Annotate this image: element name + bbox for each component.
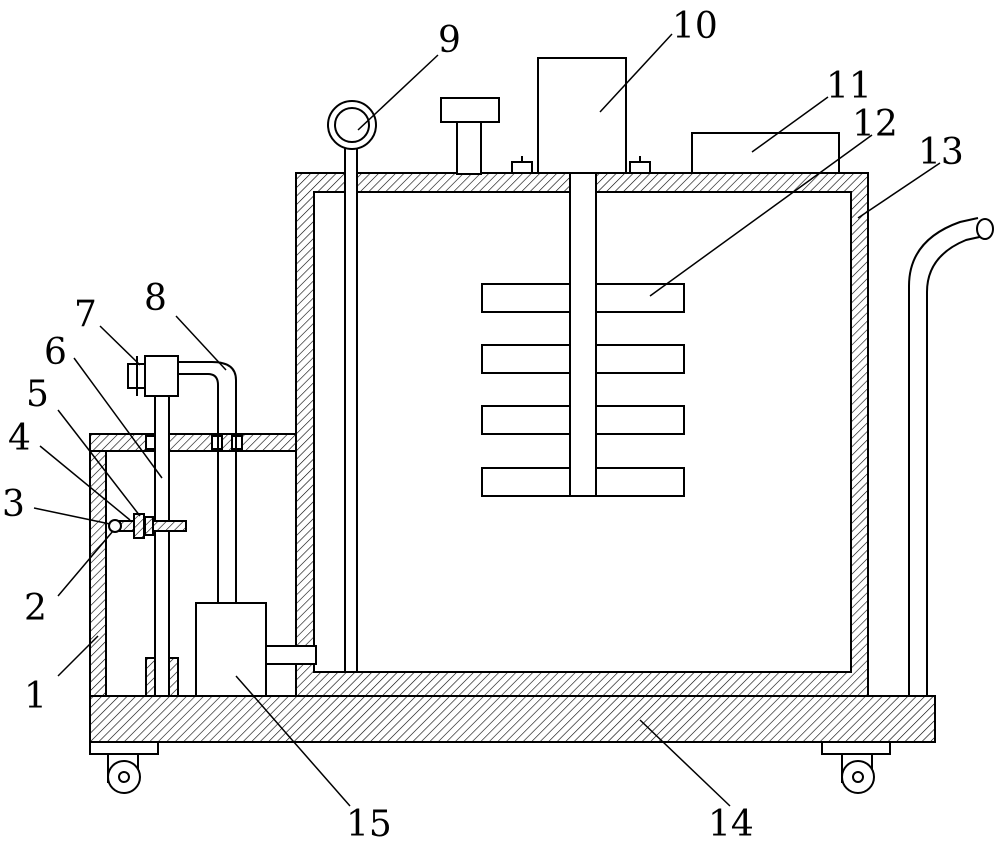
left-wheel xyxy=(89,741,159,794)
label-10: 10 xyxy=(672,6,718,47)
label-14: 14 xyxy=(708,804,754,843)
clamp-assembly xyxy=(108,513,187,539)
label-9: 9 xyxy=(438,20,461,61)
control-box xyxy=(691,132,840,174)
pump xyxy=(195,602,317,697)
right-wheel xyxy=(821,741,891,794)
leader-lines xyxy=(33,33,941,807)
label-2: 2 xyxy=(24,588,47,629)
push-handle xyxy=(908,217,994,696)
callout-labels: 1 2 3 4 5 6 7 8 9 10 11 12 13 14 15 xyxy=(2,6,964,843)
left-tank xyxy=(89,433,297,697)
vertical-rod xyxy=(145,382,179,697)
label-1: 1 xyxy=(24,676,47,717)
valve xyxy=(127,355,179,397)
feed-inlet xyxy=(440,97,500,175)
label-7: 7 xyxy=(74,294,97,335)
label-8: 8 xyxy=(144,278,167,319)
label-13: 13 xyxy=(918,132,964,173)
outlet-pipe xyxy=(176,361,237,603)
base-plate xyxy=(89,695,936,743)
label-5: 5 xyxy=(26,374,49,415)
label-11: 11 xyxy=(826,66,872,107)
motor xyxy=(511,57,651,174)
label-15: 15 xyxy=(346,804,392,843)
label-6: 6 xyxy=(44,332,67,373)
label-12: 12 xyxy=(852,104,898,145)
label-3: 3 xyxy=(2,484,25,525)
label-4: 4 xyxy=(8,418,31,459)
stirrer xyxy=(481,172,685,497)
pressure-gauge xyxy=(327,100,377,673)
